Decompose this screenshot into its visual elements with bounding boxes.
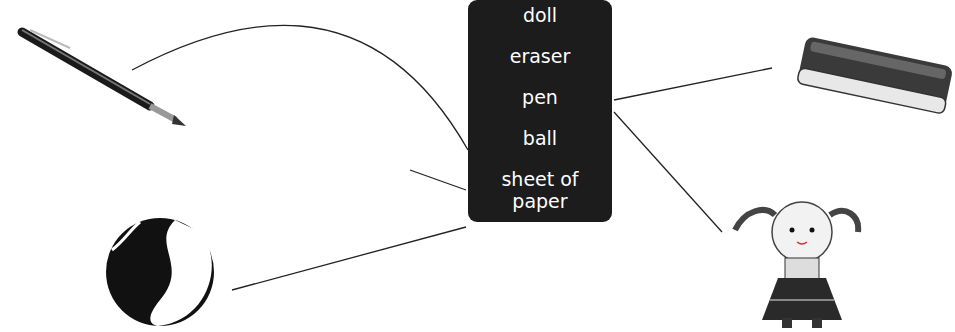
word-panel: doll eraser pen ball sheet of paper	[468, 0, 612, 222]
doll-picture	[735, 202, 858, 328]
ball-picture	[106, 218, 214, 326]
leader-line	[410, 170, 466, 190]
pen-picture	[22, 30, 186, 126]
leader-line	[614, 112, 722, 232]
word-label: pen	[522, 86, 558, 108]
eraser-picture	[797, 36, 954, 114]
word-label: doll	[523, 4, 557, 26]
leader-line	[132, 25, 468, 150]
leader-line	[614, 68, 772, 100]
word-label: eraser	[510, 45, 571, 67]
leader-lines	[132, 25, 772, 290]
leader-line	[232, 227, 466, 290]
word-label: sheet of paper	[488, 168, 592, 212]
word-label: ball	[523, 127, 557, 149]
